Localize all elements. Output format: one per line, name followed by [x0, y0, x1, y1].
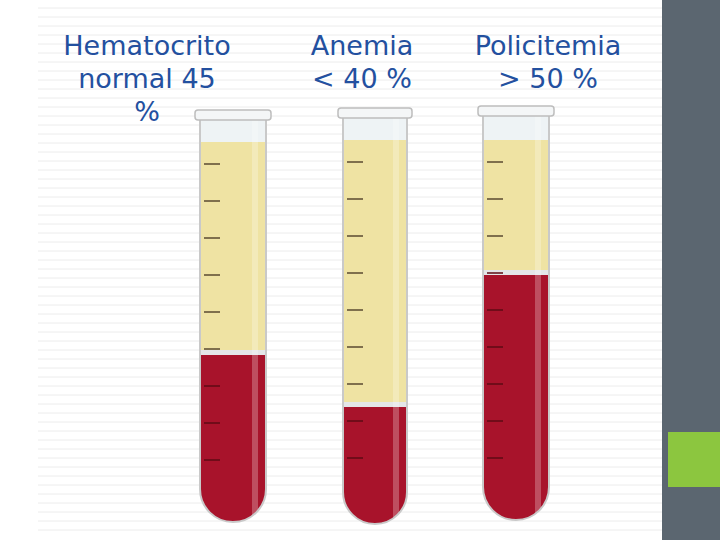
- scale-tick: [347, 383, 363, 385]
- scale-tick: [487, 198, 503, 200]
- side-bar: [662, 0, 720, 540]
- scale-tick: [204, 274, 220, 276]
- ruled-line: [38, 530, 662, 531]
- scale-tick: [204, 385, 220, 387]
- ruled-line: [38, 17, 662, 18]
- scale-tick: [204, 163, 220, 165]
- glass-highlight: [393, 116, 399, 524]
- scale-tick: [347, 235, 363, 237]
- scale-tick: [487, 161, 503, 163]
- scale-tick: [487, 235, 503, 237]
- ruled-line: [38, 26, 662, 27]
- scale-tick: [347, 161, 363, 163]
- tube-outline: [483, 114, 549, 520]
- ruled-line: [38, 458, 662, 459]
- scale-tick: [347, 346, 363, 348]
- ruled-lines: [38, 8, 662, 530]
- scale-tick: [204, 422, 220, 424]
- scale-tick: [347, 420, 363, 422]
- tube-rim: [478, 106, 554, 116]
- test-tube: [338, 108, 412, 524]
- scale-tick: [347, 457, 363, 459]
- scale-tick: [347, 309, 363, 311]
- ruled-line: [38, 98, 662, 99]
- scale-tick: [204, 459, 220, 461]
- tube-heading: Policitemia > 50 %: [466, 29, 631, 95]
- scale-tick: [204, 311, 220, 313]
- test-tube: [195, 110, 271, 522]
- tube-heading: Anemia < 40 %: [302, 29, 422, 95]
- tube-outline: [200, 118, 266, 522]
- test-tube: [478, 106, 554, 520]
- tube-heading: Hematocrito normal 45 %: [62, 29, 232, 128]
- scale-tick: [487, 309, 503, 311]
- glass-highlight: [252, 118, 258, 522]
- scale-tick: [347, 198, 363, 200]
- scale-tick: [204, 200, 220, 202]
- scale-tick: [487, 346, 503, 348]
- scale-tick: [204, 348, 220, 350]
- scale-tick: [487, 383, 503, 385]
- tube-rim: [195, 110, 271, 120]
- accent-square: [668, 432, 720, 487]
- scale-tick: [204, 237, 220, 239]
- scale-tick: [487, 420, 503, 422]
- scale-tick: [487, 272, 503, 274]
- tube-rim: [338, 108, 412, 118]
- ruled-line: [38, 521, 662, 522]
- ruled-line: [38, 8, 662, 9]
- ruled-line: [38, 62, 662, 63]
- scale-tick: [347, 272, 363, 274]
- scale-tick: [487, 457, 503, 459]
- glass-highlight: [535, 114, 541, 520]
- tube-outline: [343, 116, 407, 524]
